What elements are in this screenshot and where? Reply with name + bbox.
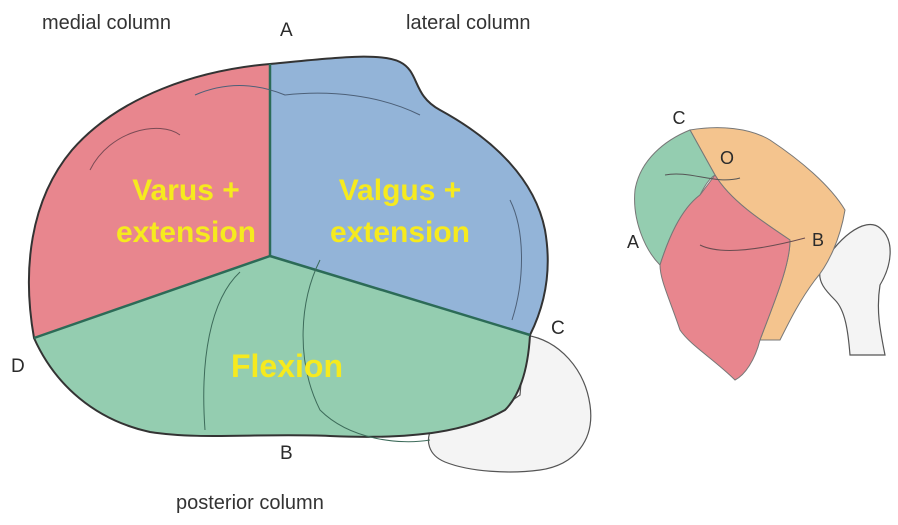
main-point-c: C: [551, 318, 565, 340]
side-point-b: B: [812, 230, 824, 250]
valgus-label-line1: Valgus +: [339, 174, 462, 207]
main-point-d: D: [11, 356, 25, 378]
side-point-a: A: [627, 232, 639, 252]
main-point-a: A: [280, 20, 293, 42]
lateral-column-label: lateral column: [406, 12, 531, 35]
flexion-label: Flexion: [231, 348, 343, 384]
valgus-label-line2: extension: [330, 216, 470, 249]
varus-label-line2: extension: [116, 216, 256, 249]
medial-column-label: medial column: [42, 12, 171, 35]
varus-label-line1: Varus +: [132, 174, 240, 207]
side-point-c: C: [673, 108, 686, 128]
side-point-o: O: [720, 148, 734, 168]
main-point-b: B: [280, 443, 293, 465]
posterior-column-label: posterior column: [176, 492, 324, 515]
